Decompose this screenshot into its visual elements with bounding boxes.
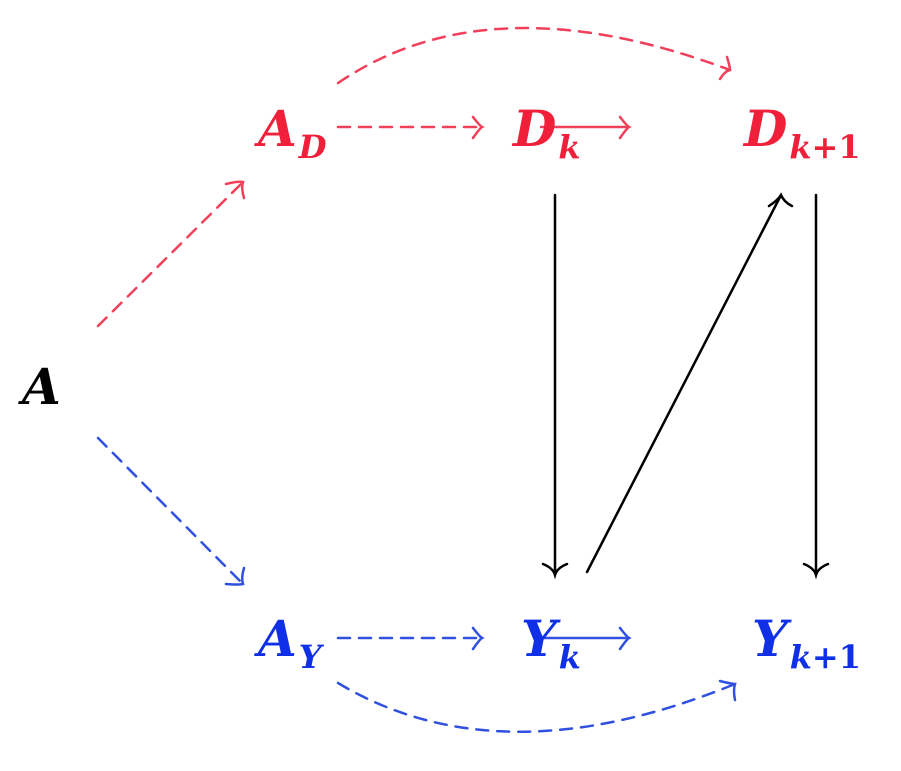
node-D-k-plus-1: Dk+1 <box>744 104 861 164</box>
node-Dk-subscript: k <box>558 128 581 166</box>
node-Yk1-subscript: k+1 <box>790 638 861 676</box>
node-Dk1-subscript: k+1 <box>789 128 860 166</box>
node-A: A <box>22 362 61 412</box>
node-Y-k-plus-1: Yk+1 <box>752 614 861 674</box>
node-AY-base: A <box>258 609 297 668</box>
node-A-D: AD <box>258 104 327 164</box>
edge-AY-to-Yk1-curved <box>336 679 737 733</box>
node-Yk1-base: Y <box>752 609 788 668</box>
edge-AY-to-Yk <box>336 626 485 651</box>
node-AY-subscript: Y <box>298 638 322 676</box>
node-Yk-base: Y <box>521 609 557 668</box>
node-Y-k: Yk <box>521 614 581 674</box>
node-AD-subscript: D <box>298 128 327 166</box>
edge-Dk1-to-Yk1 <box>802 193 830 580</box>
node-A-label: A <box>22 357 61 416</box>
edge-Yk-to-Yk1 <box>539 626 632 651</box>
edge-A-to-AY <box>96 436 246 586</box>
node-Yk1-sub-rest: +1 <box>811 638 861 676</box>
node-Dk1-base: D <box>744 99 788 158</box>
node-A-Y: AY <box>258 614 322 674</box>
edge-Dk-to-Yk <box>541 193 569 580</box>
node-D-k: Dk <box>513 104 581 164</box>
edge-Yk-to-Dk1 <box>585 192 794 574</box>
node-Dk1-sub-var: k <box>789 128 812 166</box>
node-Yk1-sub-var: k <box>789 638 812 676</box>
node-Yk-subscript: k <box>558 638 581 676</box>
edge-Dk-to-Dk1 <box>539 115 632 140</box>
edge-A-to-AD <box>96 180 246 328</box>
node-AD-base: A <box>258 99 297 158</box>
node-Dk1-sub-rest: +1 <box>811 128 861 166</box>
edge-AD-to-Dk1-curved <box>336 26 732 85</box>
edge-AD-to-Dk <box>336 115 485 140</box>
node-Dk-base: D <box>513 99 557 158</box>
